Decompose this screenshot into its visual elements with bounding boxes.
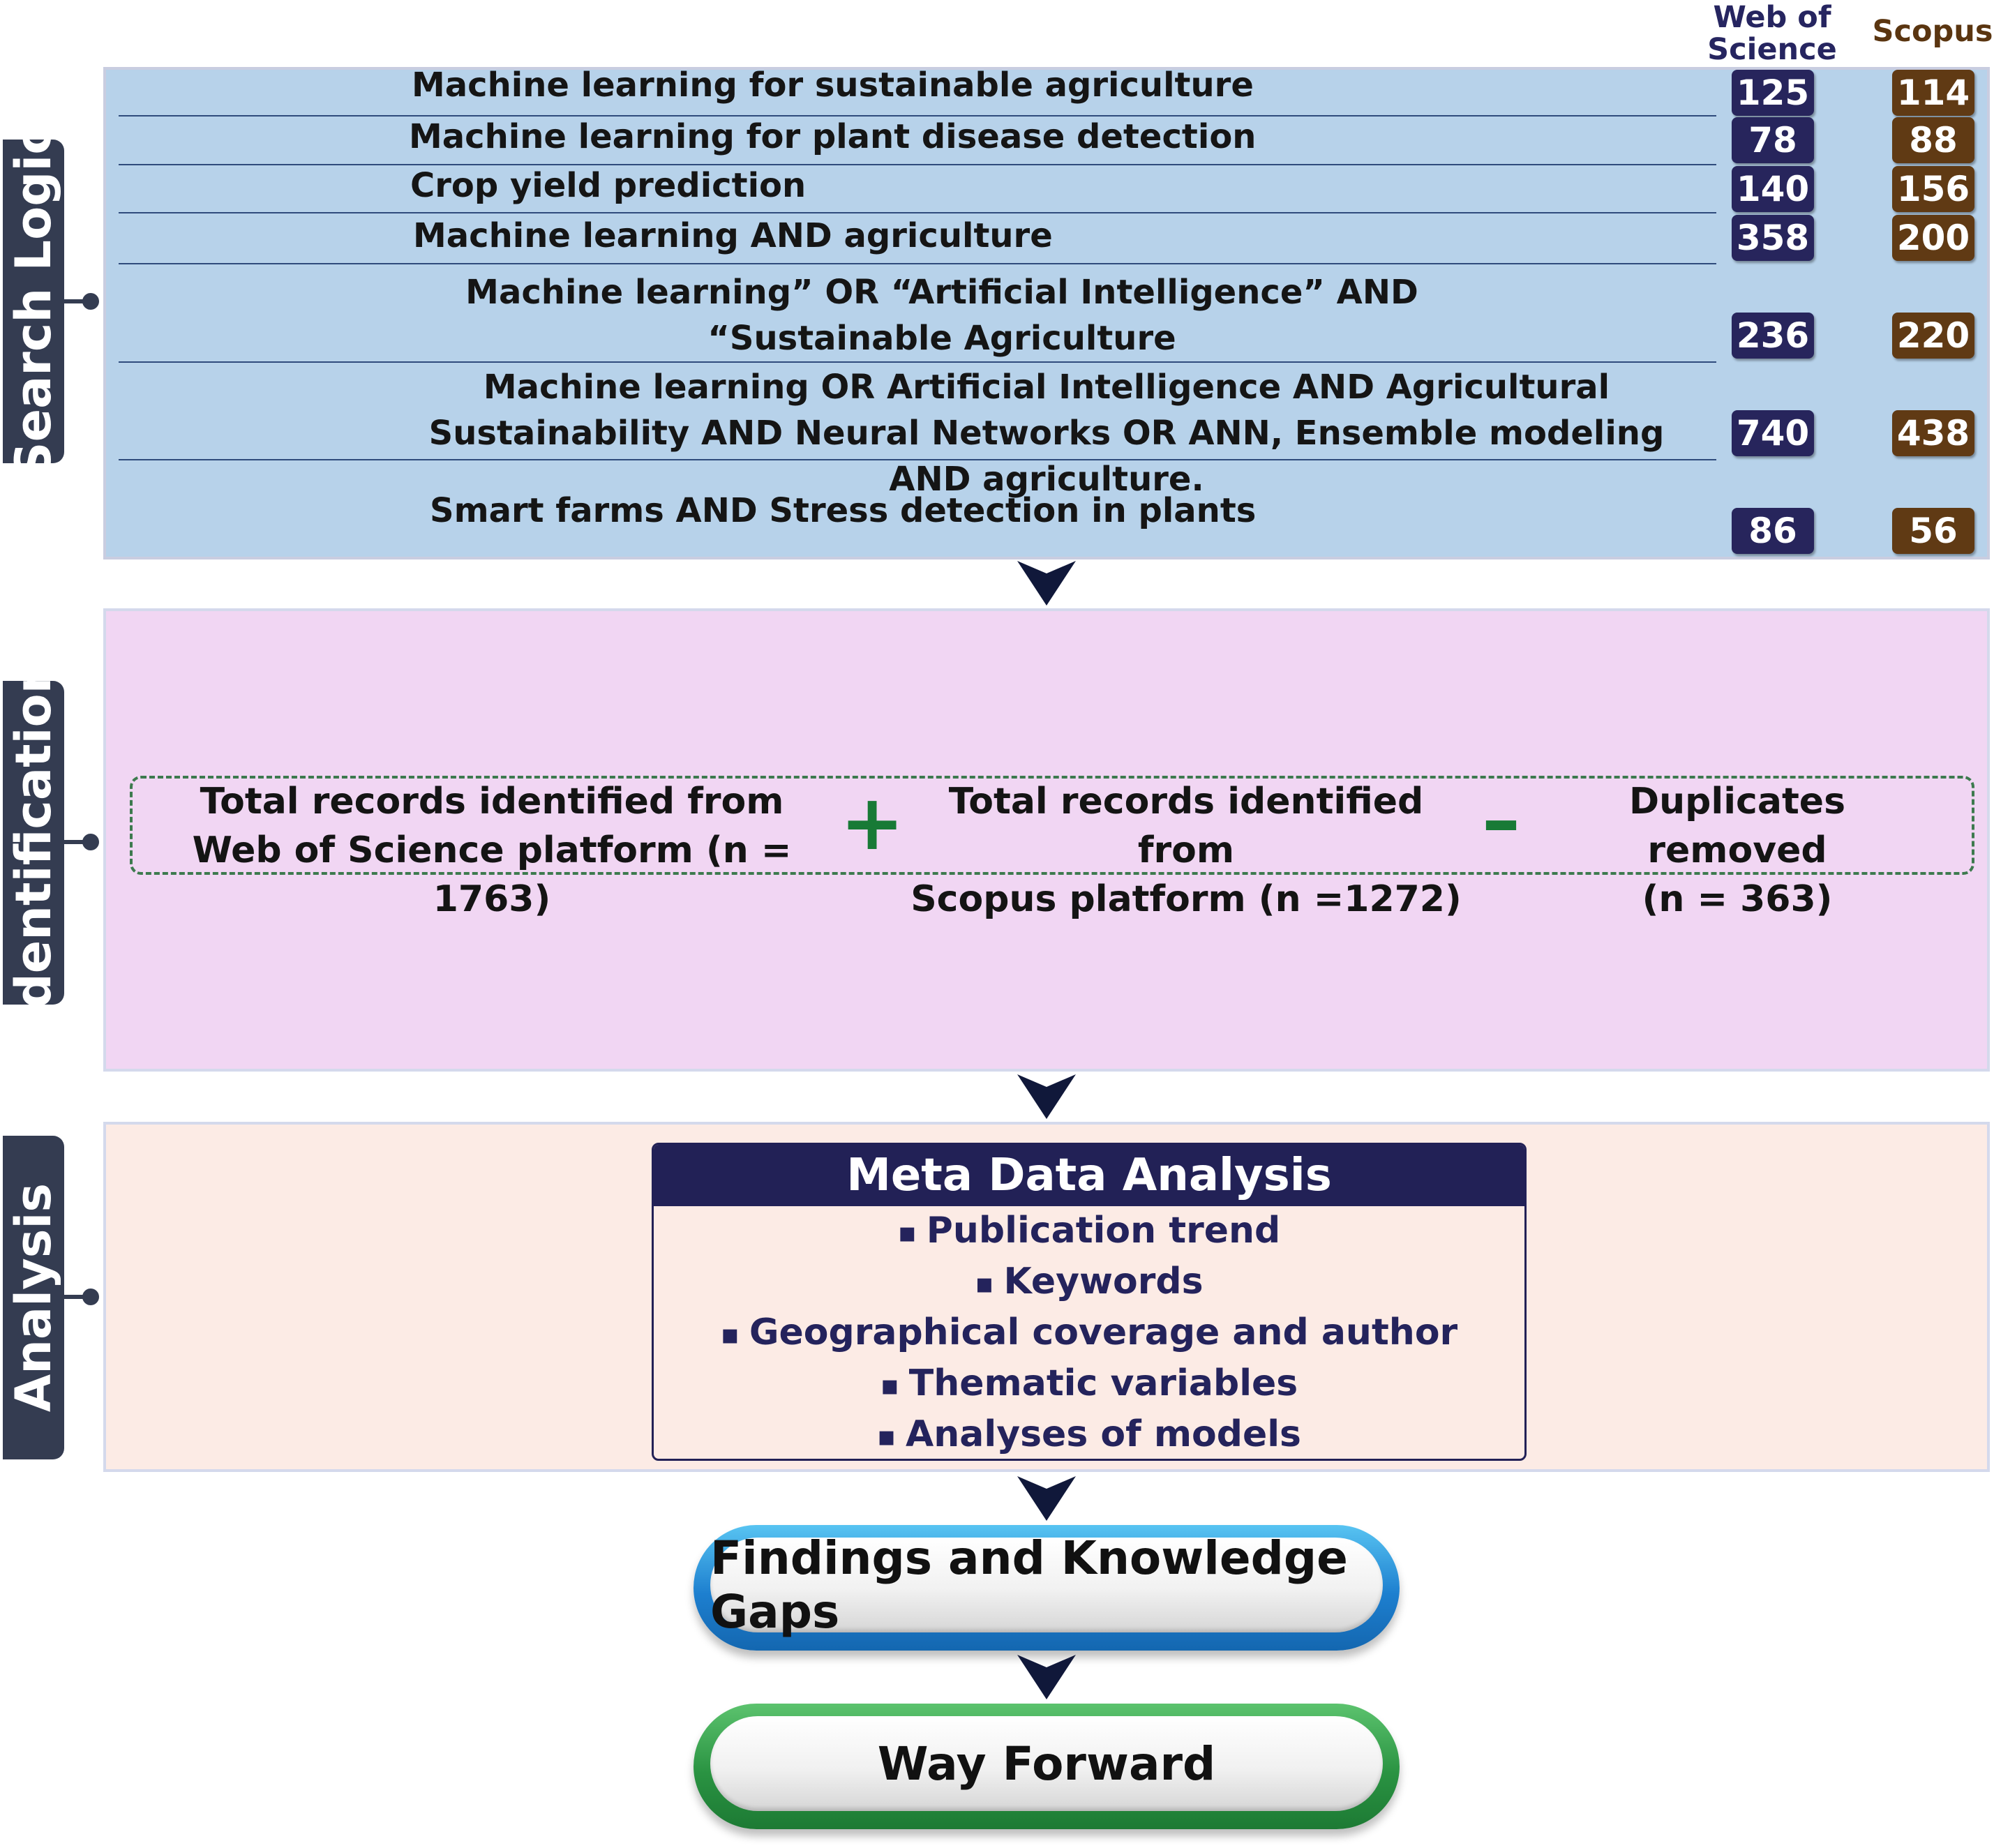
meta-data-analysis-box: Meta Data Analysis Publication trend Key… xyxy=(652,1143,1527,1461)
wos-count-badge: 140 xyxy=(1732,166,1814,212)
wos-count-badge: 78 xyxy=(1732,117,1814,163)
analysis-items-list: Publication trend Keywords Geographical … xyxy=(654,1206,1524,1459)
row-divider xyxy=(119,459,1716,460)
search-logic-connector xyxy=(64,299,93,303)
identification-connector-dot xyxy=(82,834,99,850)
minus-icon: – xyxy=(1482,775,1520,864)
wos-records-line1: Total records identified from xyxy=(200,781,784,822)
search-query: Machine learning AND agriculture xyxy=(413,216,1053,255)
search-query: Machine learning OR Artificial Intellige… xyxy=(428,368,1665,499)
search-logic-label: Search Logic xyxy=(5,126,62,477)
meta-data-analysis-title: Meta Data Analysis xyxy=(654,1145,1524,1206)
scopus-count-badge: 200 xyxy=(1892,215,1974,261)
analysis-item: Keywords xyxy=(654,1257,1524,1308)
analysis-tab: Analysis xyxy=(3,1136,64,1459)
row-divider xyxy=(119,263,1716,264)
search-query: Machine learning for plant disease detec… xyxy=(409,117,1257,156)
search-query: Smart farms AND Stress detection in plan… xyxy=(430,491,1257,530)
duplicates-line2: (n = 363) xyxy=(1642,878,1833,920)
identification-connector xyxy=(64,840,93,844)
flow-arrow-icon xyxy=(1017,561,1076,606)
analysis-item: Geographical coverage and author xyxy=(654,1308,1524,1359)
scopus-count-badge: 88 xyxy=(1892,117,1974,163)
scopus-count-badge: 156 xyxy=(1892,166,1974,212)
identification-tab: Identification xyxy=(3,659,64,1026)
analysis-connector-dot xyxy=(82,1289,99,1305)
search-query: Crop yield prediction xyxy=(410,166,807,205)
search-query: Machine learning” OR “Artificial Intelli… xyxy=(465,273,1418,358)
way-forward-label: Way Forward xyxy=(710,1716,1383,1811)
scopus-count-badge: 114 xyxy=(1892,70,1974,116)
identification-panel xyxy=(103,608,1990,1072)
scopus-records-text: Total records identified from Scopus pla… xyxy=(900,777,1472,924)
wos-count-badge: 125 xyxy=(1732,70,1814,116)
scopus-count-badge: 438 xyxy=(1892,410,1974,456)
findings-pill: Findings and Knowledge Gaps xyxy=(694,1525,1400,1651)
duplicates-line1: Duplicates removed xyxy=(1628,781,1846,871)
flow-arrow-icon xyxy=(1017,1074,1076,1119)
findings-label: Findings and Knowledge Gaps xyxy=(710,1531,1383,1639)
way-forward-pill: Way Forward xyxy=(694,1704,1400,1829)
scopus-count-badge: 56 xyxy=(1892,508,1974,554)
records-summary-box xyxy=(130,776,1974,875)
scopus-records-line1: Total records identified from xyxy=(948,781,1424,871)
flow-arrow-icon xyxy=(1017,1476,1076,1521)
wos-count-badge: 358 xyxy=(1732,215,1814,261)
flow-arrow-icon xyxy=(1017,1655,1076,1699)
row-divider xyxy=(119,164,1716,165)
search-query: Machine learning for sustainable agricul… xyxy=(412,66,1254,105)
wos-count-badge: 86 xyxy=(1732,508,1814,554)
analysis-item: Analyses of models xyxy=(654,1410,1524,1459)
wos-count-badge: 236 xyxy=(1732,313,1814,359)
wos-records-line2: Web of Science platform (n = 1763) xyxy=(192,829,792,920)
wos-column-header: Web of Science xyxy=(1702,1,1842,66)
scopus-count-badge: 220 xyxy=(1892,313,1974,359)
analysis-item: Thematic variables xyxy=(654,1359,1524,1410)
wos-records-text: Total records identified from Web of Sci… xyxy=(160,777,823,924)
scopus-records-line2: Scopus platform (n =1272) xyxy=(910,878,1462,920)
plus-icon: + xyxy=(840,778,905,867)
scopus-column-header: Scopus xyxy=(1872,14,1993,49)
search-logic-panel xyxy=(103,67,1990,559)
analysis-label: Analysis xyxy=(5,1182,62,1413)
identification-label: Identification xyxy=(5,659,62,1027)
wos-count-badge: 740 xyxy=(1732,410,1814,456)
row-divider xyxy=(119,212,1716,213)
wos-header-line1: Web of xyxy=(1713,0,1831,35)
wos-header-line2: Science xyxy=(1707,32,1837,67)
duplicates-text: Duplicates removed (n = 363) xyxy=(1549,777,1926,924)
analysis-item: Publication trend xyxy=(654,1206,1524,1257)
row-divider xyxy=(119,115,1716,117)
row-divider xyxy=(119,361,1716,363)
search-logic-connector-dot xyxy=(82,293,99,310)
search-logic-tab: Search Logic xyxy=(3,126,64,477)
analysis-connector xyxy=(64,1295,93,1299)
